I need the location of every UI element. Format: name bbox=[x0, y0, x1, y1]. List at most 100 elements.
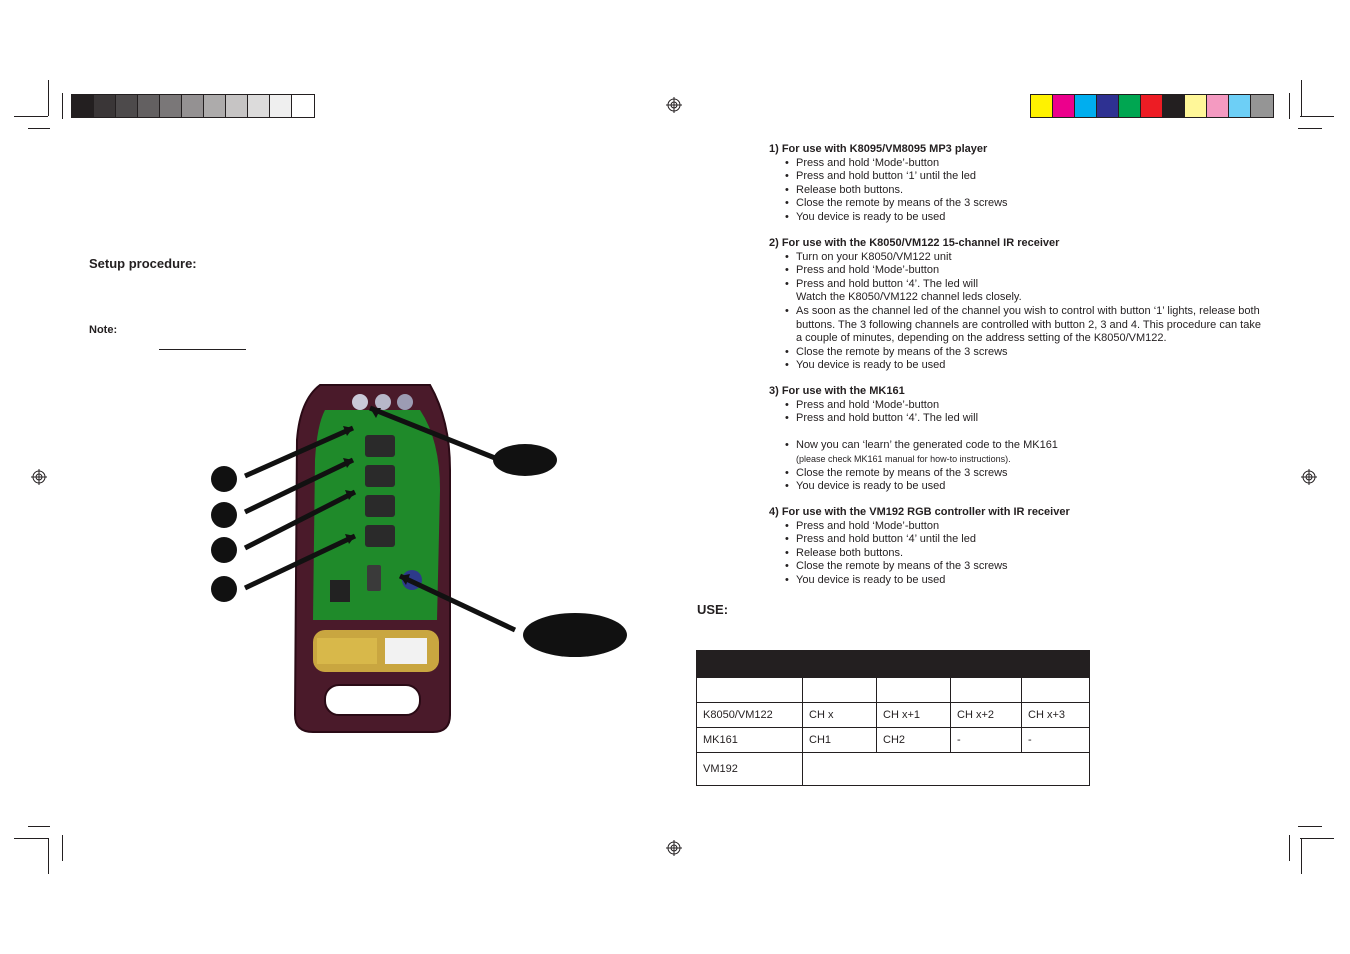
crop-mark bbox=[48, 838, 49, 874]
section-heading: 2) For use with the K8050/VM122 15-chann… bbox=[769, 237, 1060, 249]
color-swatch bbox=[72, 95, 94, 117]
list-item: You device is ready to be used bbox=[785, 480, 1269, 494]
color-swatch bbox=[1097, 95, 1119, 117]
table-cell: K8050/VM122 bbox=[696, 702, 803, 728]
list-item: You device is ready to be used bbox=[785, 211, 1269, 225]
table-cell bbox=[1021, 677, 1090, 703]
table-row: MK161 CH1 CH2 - - bbox=[696, 727, 1090, 753]
crop-mark bbox=[1298, 128, 1322, 129]
channel-table: K8050/VM122 CH x CH x+1 CH x+2 CH x+3 MK… bbox=[696, 650, 1090, 786]
color-swatch bbox=[94, 95, 116, 117]
instruction-section-1: 1) For use with K8095/VM8095 MP3 player … bbox=[769, 143, 1269, 225]
crop-mark bbox=[1289, 835, 1290, 861]
crop-mark bbox=[62, 835, 63, 861]
list-item: Close the remote by means of the 3 screw… bbox=[785, 467, 1269, 481]
process-color-bar bbox=[1030, 94, 1274, 118]
list-item: You device is ready to be used bbox=[785, 359, 1269, 373]
crop-mark bbox=[28, 826, 50, 827]
list-item: Press and hold ‘Mode’-button bbox=[785, 157, 1269, 171]
table-cell bbox=[802, 752, 1090, 786]
table-row: K8050/VM122 CH x CH x+1 CH x+2 CH x+3 bbox=[696, 702, 1090, 728]
list-item: Press and hold ‘Mode’-button bbox=[785, 264, 1269, 278]
section-heading: 3) For use with the MK161 bbox=[769, 385, 905, 397]
table-cell: MK161 bbox=[696, 727, 803, 753]
crop-mark bbox=[28, 128, 50, 129]
instruction-section-2: 2) For use with the K8050/VM122 15-chann… bbox=[769, 237, 1269, 373]
table-header-cell bbox=[950, 650, 1022, 678]
list-item: Press and hold button ‘4’. The led will bbox=[785, 278, 1269, 292]
registration-mark-icon bbox=[666, 840, 682, 856]
list-item: Press and hold ‘Mode’-button bbox=[785, 399, 1269, 413]
instruction-section-4: 4) For use with the VM192 RGB controller… bbox=[769, 506, 1269, 588]
underline-rule bbox=[159, 349, 246, 350]
color-swatch bbox=[1119, 95, 1141, 117]
color-swatch bbox=[204, 95, 226, 117]
crop-mark bbox=[14, 116, 48, 117]
color-swatch bbox=[1053, 95, 1075, 117]
list-item: Release both buttons. bbox=[785, 184, 1269, 198]
list-note: (please check MK161 manual for how-to in… bbox=[796, 453, 1011, 464]
section-heading: 1) For use with K8095/VM8095 MP3 player bbox=[769, 143, 988, 155]
list-item: Turn on your K8050/VM122 unit bbox=[785, 251, 1269, 265]
use-heading: USE: bbox=[697, 602, 729, 617]
table-header-cell bbox=[696, 650, 803, 678]
color-swatch bbox=[270, 95, 292, 117]
crop-mark bbox=[1300, 116, 1334, 117]
crop-mark bbox=[62, 93, 63, 119]
list-item: Close the remote by means of the 3 screw… bbox=[785, 560, 1269, 574]
color-swatch bbox=[1163, 95, 1185, 117]
table-cell bbox=[950, 677, 1022, 703]
color-swatch bbox=[1031, 95, 1053, 117]
table-row: VM192 bbox=[696, 752, 1090, 786]
list-item: Release both buttons. bbox=[785, 547, 1269, 561]
list-item: Now you can ‘learn’ the generated code t… bbox=[785, 439, 1269, 453]
color-swatch bbox=[1075, 95, 1097, 117]
color-swatch bbox=[138, 95, 160, 117]
section-heading: 4) For use with the VM192 RGB controller… bbox=[769, 506, 1070, 518]
color-swatch bbox=[182, 95, 204, 117]
table-header-cell bbox=[802, 650, 877, 678]
crop-mark bbox=[48, 80, 49, 116]
list-item: Press and hold button ‘1’ until the led bbox=[785, 170, 1269, 184]
registration-mark-icon bbox=[1301, 469, 1317, 485]
table-cell: VM192 bbox=[696, 752, 803, 786]
color-swatch bbox=[226, 95, 248, 117]
color-swatch bbox=[1141, 95, 1163, 117]
color-swatch bbox=[248, 95, 270, 117]
color-swatch bbox=[1229, 95, 1251, 117]
table-cell: CH2 bbox=[876, 727, 951, 753]
color-swatch bbox=[160, 95, 182, 117]
registration-mark-icon bbox=[666, 97, 682, 113]
crop-mark bbox=[1298, 826, 1322, 827]
color-swatch bbox=[1185, 95, 1207, 117]
registration-mark-icon bbox=[31, 469, 47, 485]
table-header-cell bbox=[1021, 650, 1090, 678]
color-swatch bbox=[116, 95, 138, 117]
table-cell: CH x+1 bbox=[876, 702, 951, 728]
list-item: Press and hold button ‘4’ until the led bbox=[785, 533, 1269, 547]
note-label: Note: bbox=[89, 324, 118, 336]
color-swatch bbox=[1207, 95, 1229, 117]
color-swatch bbox=[292, 95, 314, 117]
crop-mark bbox=[1301, 80, 1302, 116]
table-row bbox=[696, 677, 1090, 703]
crop-mark bbox=[1289, 93, 1290, 119]
list-item: You device is ready to be used bbox=[785, 574, 1269, 588]
list-continuation: Watch the K8050/VM122 channel leds close… bbox=[796, 291, 1022, 304]
table-header-row bbox=[696, 650, 1090, 678]
list-item: Press and hold button ‘4’. The led will bbox=[785, 412, 1269, 426]
list-item: As soon as the channel led of the channe… bbox=[785, 305, 1269, 346]
grayscale-color-bar bbox=[71, 94, 315, 118]
crop-mark bbox=[14, 838, 48, 839]
table-cell: CH x+2 bbox=[950, 702, 1022, 728]
list-spacer bbox=[785, 426, 1269, 440]
list-item: Press and hold ‘Mode’-button bbox=[785, 520, 1269, 534]
table-cell: CH1 bbox=[802, 727, 877, 753]
table-cell bbox=[876, 677, 951, 703]
table-cell: CH x bbox=[802, 702, 877, 728]
crop-mark bbox=[1301, 838, 1302, 874]
color-swatch bbox=[1251, 95, 1273, 117]
table-header-cell bbox=[876, 650, 951, 678]
table-cell bbox=[802, 677, 877, 703]
crop-mark bbox=[1300, 838, 1334, 839]
